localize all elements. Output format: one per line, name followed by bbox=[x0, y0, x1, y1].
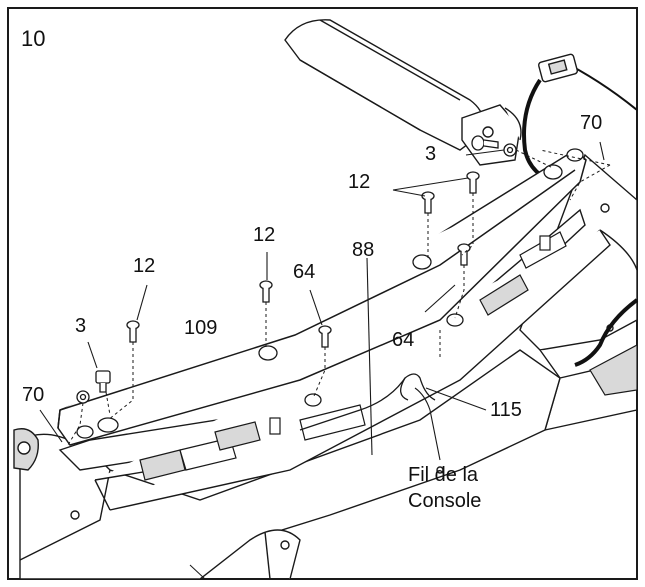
screw-12-a bbox=[421, 191, 435, 214]
screw-64-left bbox=[318, 325, 332, 348]
callout-70-left: 70 bbox=[22, 384, 45, 406]
assembly-guide-lines bbox=[67, 149, 611, 446]
callout-12-pair: 12 bbox=[348, 171, 371, 193]
screw-12-left bbox=[126, 320, 140, 343]
wire-115 bbox=[299, 373, 436, 431]
bolt-3-top bbox=[471, 135, 517, 157]
right-panel-shade bbox=[589, 344, 638, 396]
callout-115: 115 bbox=[490, 399, 522, 421]
screws bbox=[126, 171, 480, 348]
console-wire-label-line1: Fil de la bbox=[408, 464, 479, 486]
callout-64-left: 64 bbox=[293, 261, 316, 283]
cross-member-holes bbox=[76, 148, 584, 439]
step-number: 10 bbox=[21, 26, 46, 51]
callout-64-right: 64 bbox=[392, 329, 415, 351]
callout-12-middle: 12 bbox=[253, 224, 276, 246]
callout-12-left: 12 bbox=[133, 255, 156, 277]
leader-lines bbox=[39, 141, 605, 461]
base-shroud bbox=[19, 349, 561, 580]
left-foot bbox=[13, 428, 39, 471]
callout-3-top: 3 bbox=[425, 143, 437, 165]
callout-3-left: 3 bbox=[75, 315, 87, 337]
callout-109: 109 bbox=[184, 317, 218, 339]
upright-post bbox=[284, 19, 484, 151]
bolts-part-3 bbox=[76, 135, 517, 404]
right-cable bbox=[574, 298, 639, 367]
screw-12-middle bbox=[259, 280, 273, 303]
screw-64-right bbox=[457, 243, 471, 266]
callout-70-right: 70 bbox=[580, 112, 603, 134]
bolt-3-left bbox=[76, 370, 111, 404]
console-wire-label-line2: Console bbox=[408, 490, 482, 512]
screw-12-b bbox=[466, 171, 480, 194]
cable-connector bbox=[537, 53, 579, 83]
callout-88: 88 bbox=[352, 239, 375, 261]
